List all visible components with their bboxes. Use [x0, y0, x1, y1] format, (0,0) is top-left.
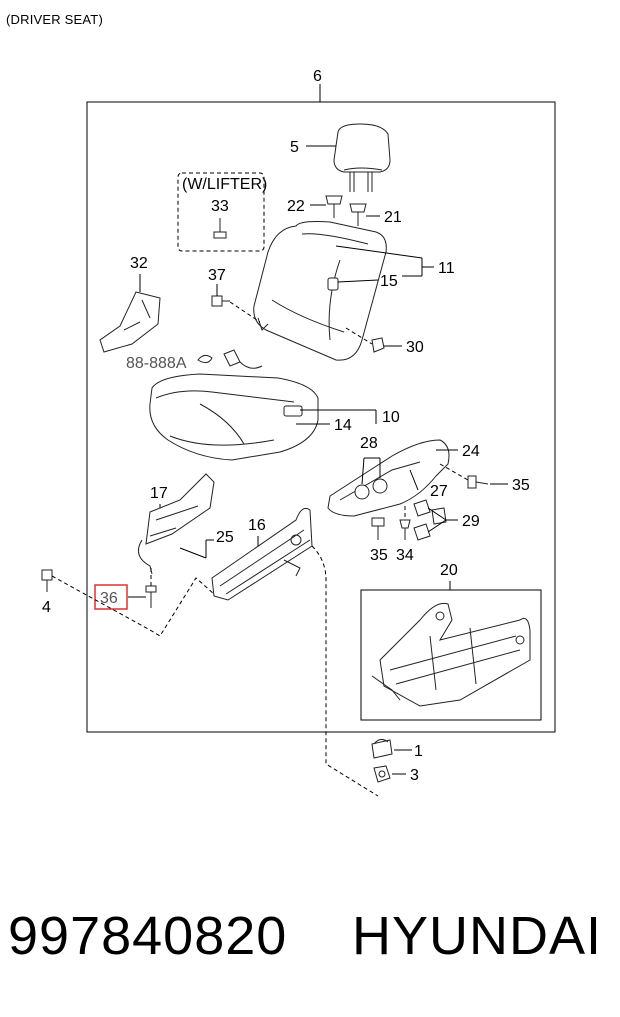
label-15[interactable]: 15 — [380, 273, 398, 290]
label-35b[interactable]: 35 — [370, 547, 388, 564]
label-28[interactable]: 28 — [360, 435, 378, 452]
lifter-subassembly-box — [360, 589, 542, 721]
label-30[interactable]: 30 — [406, 339, 424, 356]
label-34[interactable]: 34 — [396, 547, 414, 564]
label-20[interactable]: 20 — [440, 562, 458, 579]
label-32[interactable]: 32 — [130, 255, 148, 272]
part-number: 997840820 — [8, 906, 288, 966]
bolt-35-lower[interactable] — [371, 517, 385, 540]
headrest-guide-21[interactable] — [349, 203, 367, 226]
lifter-box-label: (W/LIFTER) — [182, 176, 267, 193]
lower-bracket-17[interactable] — [137, 473, 215, 575]
dash-path-4 — [51, 575, 215, 637]
leader-27 — [409, 469, 419, 491]
bolt-35-right[interactable] — [467, 475, 489, 489]
leader-25a — [179, 547, 207, 559]
diagram-title: (DRIVER SEAT) — [6, 12, 103, 27]
nut-part-3[interactable] — [373, 765, 391, 783]
label-4[interactable]: 4 — [42, 599, 51, 616]
nut-30[interactable] — [371, 337, 385, 353]
headrest-part[interactable] — [333, 123, 391, 192]
main-assembly-frame — [86, 101, 556, 733]
dash-path-3 — [311, 545, 379, 797]
label-11[interactable]: 11 — [438, 260, 455, 277]
label-29[interactable]: 29 — [462, 513, 480, 530]
leader-11a — [335, 245, 423, 259]
label-22[interactable]: 22 — [287, 198, 305, 215]
label-36[interactable]: 36 — [100, 590, 118, 607]
leader-29b — [427, 519, 447, 533]
label-3[interactable]: 3 — [410, 767, 419, 784]
bolt-37[interactable] — [211, 295, 230, 307]
label-21[interactable]: 21 — [384, 209, 402, 226]
label-16[interactable]: 16 — [248, 517, 266, 534]
label-25[interactable]: 25 — [216, 529, 234, 546]
highlight-box-36 — [94, 584, 128, 610]
lifter-option-box — [177, 172, 265, 252]
dash-30 — [345, 327, 373, 345]
headrest-guide-22[interactable] — [325, 195, 343, 218]
seat-cushion-part[interactable] — [149, 373, 319, 461]
seat-back-part[interactable] — [253, 221, 387, 361]
label-17[interactable]: 17 — [150, 485, 168, 502]
dash-35a — [439, 463, 469, 481]
reference-arrow — [197, 354, 213, 364]
brand-name: HYUNDAI — [352, 906, 603, 966]
seat-track-16[interactable] — [211, 507, 313, 601]
lifter-bolt-33[interactable] — [213, 218, 227, 239]
label-6[interactable]: 6 — [313, 68, 322, 85]
leader-15 — [337, 279, 379, 283]
label-14[interactable]: 14 — [334, 417, 352, 434]
leader-28b — [361, 457, 365, 485]
label-35a[interactable]: 35 — [512, 477, 530, 494]
label-5[interactable]: 5 — [290, 139, 299, 156]
leader-29a — [427, 507, 447, 521]
bolt-36[interactable] — [145, 585, 157, 608]
dash-37 — [229, 301, 261, 323]
label-37[interactable]: 37 — [208, 267, 226, 284]
screw-34[interactable] — [399, 519, 411, 540]
bracket-32[interactable] — [99, 291, 161, 353]
reference-label[interactable]: 88-888A — [126, 355, 187, 372]
bolt-4[interactable] — [41, 569, 53, 592]
lifter-subassembly-20[interactable] — [371, 602, 531, 707]
label-10[interactable]: 10 — [382, 409, 400, 426]
label-1[interactable]: 1 — [414, 743, 423, 760]
label-27[interactable]: 27 — [430, 483, 448, 500]
harness-connector[interactable] — [223, 349, 263, 369]
knob-28[interactable] — [354, 478, 388, 500]
side-shield-24[interactable] — [327, 439, 450, 517]
label-33[interactable]: 33 — [211, 198, 229, 215]
label-24[interactable]: 24 — [462, 443, 480, 460]
cap-part-1[interactable] — [371, 738, 393, 759]
knob-29[interactable] — [413, 499, 447, 541]
